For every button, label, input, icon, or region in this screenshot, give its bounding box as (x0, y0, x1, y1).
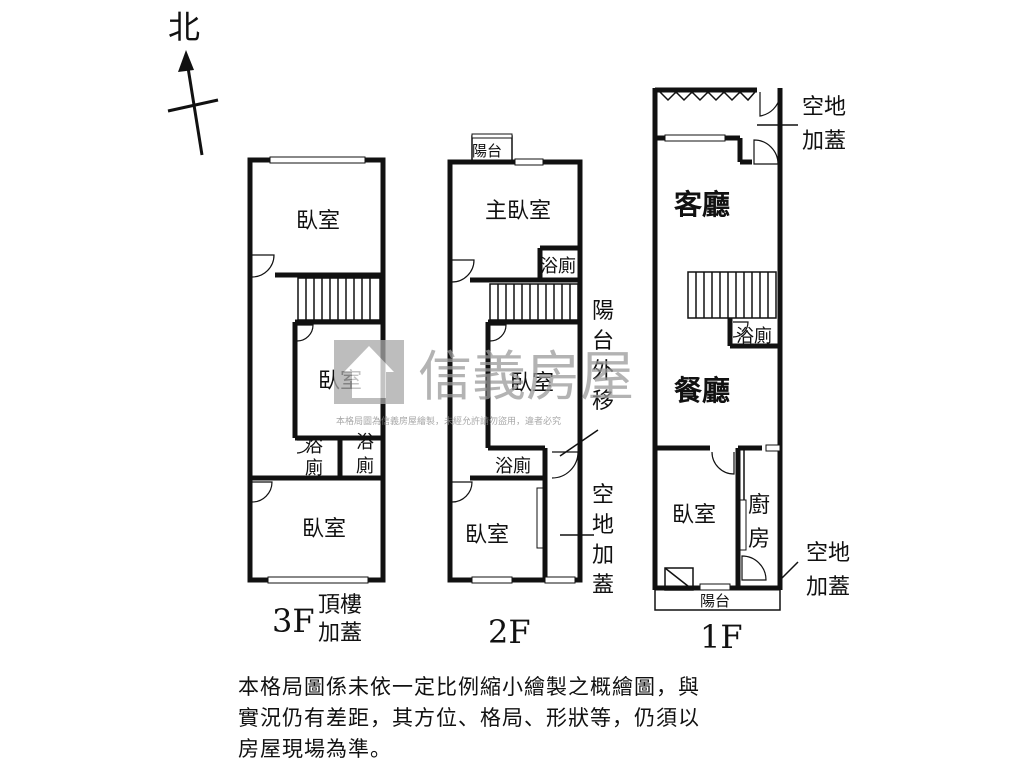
svg-text:房: 房 (748, 527, 770, 552)
annotation-2f-open-space: 空 地 加 蓋 (592, 483, 614, 598)
room-1f-dining: 餐廳 (674, 374, 730, 407)
svg-text:加: 加 (592, 543, 614, 568)
room-1f-living: 客廳 (674, 188, 730, 221)
svg-text:蓋: 蓋 (592, 573, 614, 598)
floor-3f-note: 頂樓 (318, 593, 362, 618)
annotation-1f-open-space-top: 空地 加蓋 (802, 95, 846, 154)
north-compass: 北 (167, 8, 219, 156)
room-3f-bedroom-top: 臥室 (296, 209, 340, 234)
door-3f-bedroom-bottom (251, 481, 273, 503)
disclaimer-note: 本格局圖係未依一定比例縮小繪製之概繪圖，與 實況仍有差距，其方位、格局、形狀等，… (238, 672, 818, 765)
room-3f-bedroom-bottom: 臥室 (302, 517, 346, 542)
svg-text:加蓋: 加蓋 (318, 621, 362, 646)
annotation-1f-open-space-bottom: 空地 加蓋 (806, 541, 850, 600)
watermark-brand: 信義房屋 (418, 345, 634, 408)
svg-text:陽台: 陽台 (700, 592, 730, 610)
door-3f-bedroom-mid (296, 324, 314, 342)
svg-text:空地: 空地 (802, 95, 846, 120)
annotation-2f-balcony-moved: 陽 台 外 移 (592, 299, 614, 414)
svg-text:廁: 廁 (305, 457, 323, 479)
svg-text:加蓋: 加蓋 (802, 129, 846, 154)
door-3f-bedroom-top (251, 254, 275, 278)
room-2f-bath-bottom: 浴廁 (495, 455, 531, 477)
stairs-3f (297, 277, 381, 321)
watermark: 信義房屋 本格局圖為信義房屋繪製，未經允許請勿盜用，違者必究 (334, 340, 634, 427)
stairs-2f (489, 283, 579, 321)
room-2f-bath-top: 浴廁 (540, 255, 576, 277)
room-3f-bath-a: 浴 (305, 436, 323, 457)
svg-text:外: 外 (592, 359, 614, 384)
room-2f-bedroom-mid: 臥室 (510, 371, 554, 396)
floor-1f-plan: 陽台 客廳 浴廁 餐廳 臥室 廚 房 空地 加蓋 空地 加蓋 1F (652, 87, 850, 656)
room-2f-master-bedroom: 主臥室 (485, 199, 551, 224)
north-label: 北 (168, 8, 200, 46)
disclaimer-line-1: 本格局圖係未依一定比例縮小繪製之概繪圖，與 (238, 675, 700, 699)
svg-text:空: 空 (592, 483, 614, 508)
svg-text:地: 地 (592, 513, 614, 538)
svg-text:廁: 廁 (356, 455, 374, 477)
svg-text:空地: 空地 (806, 541, 850, 566)
svg-text:台: 台 (592, 329, 614, 354)
svg-text:移: 移 (592, 389, 614, 414)
door-1f-kitchen (741, 555, 767, 581)
floor-2f-label: 2F (488, 613, 531, 651)
svg-text:加蓋: 加蓋 (806, 575, 850, 600)
disclaimer-line-3: 房屋現場為準。 (238, 737, 392, 761)
floor-3f-plan: 臥室 臥室 浴 廁 浴 廁 臥室 3F 頂樓 加蓋 (247, 156, 386, 646)
room-1f-kitchen: 廚 (748, 493, 770, 518)
door-1f-living (753, 139, 779, 165)
north-arrow-icon (178, 50, 194, 72)
folding-door-1f-top (659, 90, 756, 102)
svg-text:陽台: 陽台 (472, 142, 502, 160)
door-2f-outside (551, 451, 579, 479)
floor-1f-label: 1F (700, 618, 743, 656)
floor-2f-plan: 陽台 主臥室 浴廁 臥室 浴廁 (447, 133, 614, 651)
stairs-1f (687, 271, 777, 319)
disclaimer-line-2: 實況仍有差距，其方位、格局、形狀等，仍須以 (238, 706, 700, 730)
svg-text:陽: 陽 (592, 299, 614, 324)
room-1f-bedroom: 臥室 (672, 503, 716, 528)
room-2f-bedroom-bottom: 臥室 (465, 523, 509, 548)
floor-3f-label: 3F (272, 602, 315, 640)
room-3f-bath-b: 浴 (356, 432, 374, 453)
watermark-notice: 本格局圖為信義房屋繪製，未經允許請勿盜用，違者必究 (336, 415, 561, 427)
room-1f-bath: 浴廁 (736, 325, 772, 347)
